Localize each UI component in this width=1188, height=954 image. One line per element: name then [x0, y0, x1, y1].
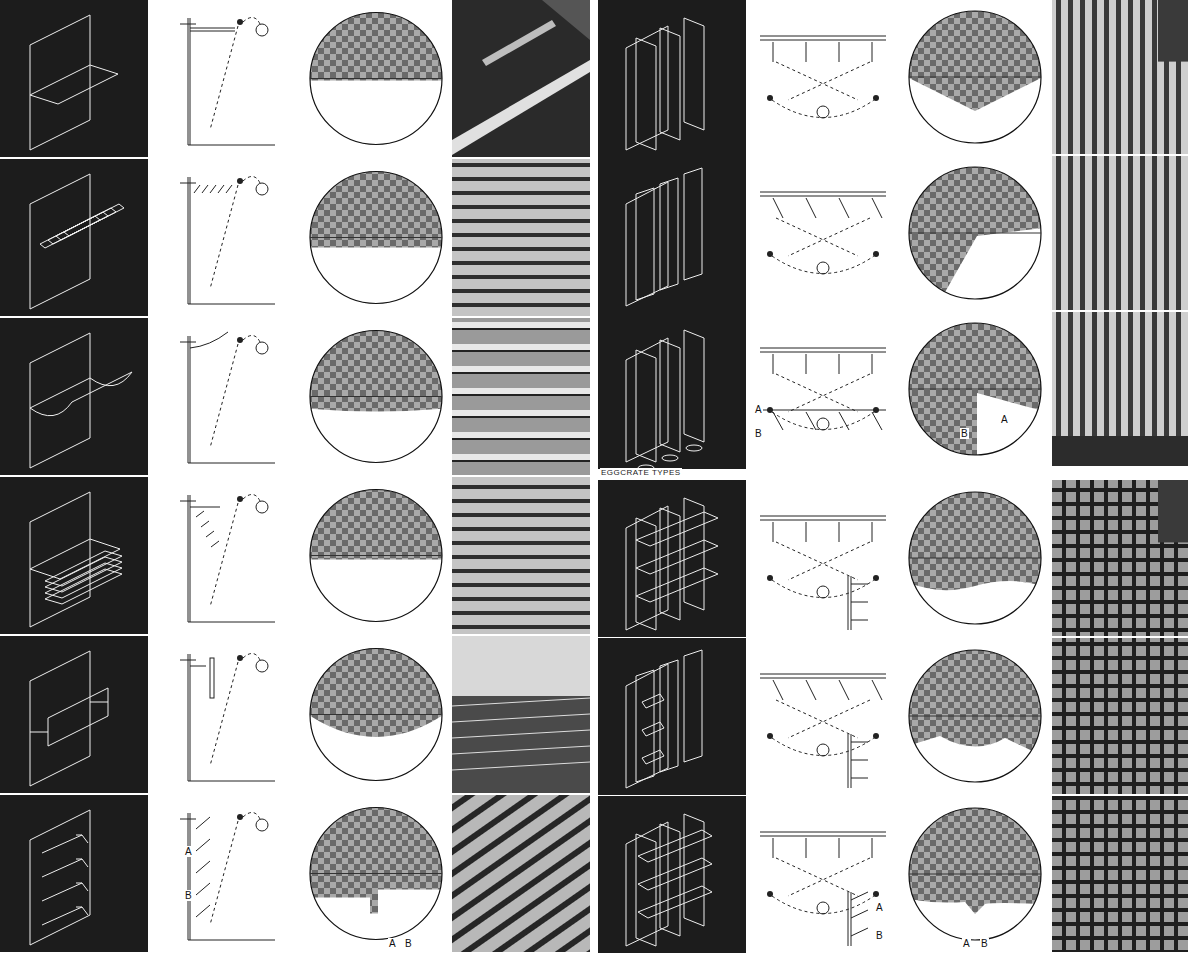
circle-letter: B	[960, 428, 969, 439]
section-letter: B	[754, 428, 763, 439]
circle-letter: A	[388, 938, 397, 949]
circle-letter: B	[404, 938, 413, 949]
section-letter: B	[184, 890, 193, 901]
section-letter: A	[754, 404, 763, 415]
circle-letter: B	[980, 938, 989, 949]
section-letter: A	[184, 846, 193, 857]
circle-letter: A	[1000, 414, 1009, 425]
section-letter: A	[875, 902, 884, 913]
section-letter: B	[875, 930, 884, 941]
group-heading: EGGCRATE TYPES	[600, 468, 682, 477]
circle-letter: A	[962, 938, 971, 949]
